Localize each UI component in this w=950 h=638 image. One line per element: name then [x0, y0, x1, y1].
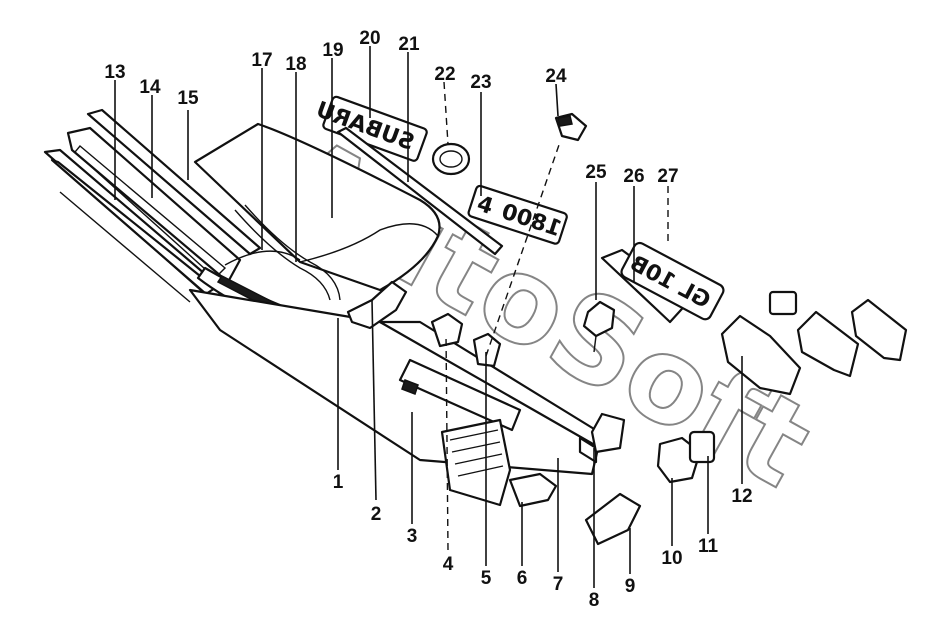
callout-8: 8: [589, 590, 600, 611]
clip-25-body: [582, 300, 616, 338]
lamp-bracket: [850, 298, 908, 362]
callout-labels: 13 14 15 17 18 19 20 21 22 23 24 25 26 2…: [104, 28, 752, 611]
connector-5-body: [472, 332, 502, 368]
callout-1: 1: [333, 472, 344, 493]
callout-15: 15: [177, 88, 199, 109]
panel-end-cap: [578, 436, 598, 464]
callout-22: 22: [434, 64, 455, 85]
harness-wire-loop: [224, 250, 301, 266]
moulding-strip-21: [336, 126, 504, 256]
callout-26: 26: [623, 166, 644, 187]
lower-panel-hole-3: [401, 379, 419, 395]
callout-25: 25: [585, 162, 607, 183]
badge-1800-plate: [467, 184, 568, 245]
callout-24: 24: [545, 66, 567, 87]
callout-5: 5: [481, 568, 492, 589]
callout-18: 18: [285, 54, 306, 75]
callout-2: 2: [371, 504, 382, 525]
callout-11: 11: [698, 536, 719, 557]
corner-cap-9-body: [584, 492, 642, 546]
badge-1800-prefix: 4: [474, 192, 496, 221]
clip-6: [508, 472, 558, 508]
emblem-22-inner: [439, 150, 463, 168]
round-emblem: [431, 142, 471, 176]
badge-gl-plate: [620, 241, 725, 321]
callout-4: 4: [443, 554, 454, 575]
main-lower-panel: [188, 288, 614, 507]
window-glass: [66, 126, 242, 284]
connector-4: [430, 312, 464, 348]
callout-23: 23: [470, 72, 491, 93]
lower-panel-slot: [398, 358, 522, 432]
clip-24-tab: [557, 115, 573, 127]
corner-cap-9: [584, 492, 642, 546]
callout-19: 19: [322, 40, 343, 61]
callout-3: 3: [407, 526, 418, 547]
leader-2: [371, 299, 377, 501]
callout-7: 7: [553, 574, 564, 595]
callout-6: 6: [517, 568, 528, 589]
clip-25-stem: [593, 335, 597, 353]
callout-10: 10: [661, 548, 682, 569]
leader-24: [555, 83, 559, 117]
clip-6-body: [508, 472, 558, 508]
leader-24-dashed: [485, 141, 561, 357]
callout-13: 13: [104, 62, 125, 83]
block-8-body: [590, 412, 626, 454]
connector-block-ribs: [449, 429, 504, 477]
leader-4: [445, 333, 449, 551]
callout-12: 12: [731, 486, 752, 507]
lamp-assembly-12: [720, 290, 908, 396]
callout-27: 27: [657, 166, 678, 187]
lamp-bulb-cap: [768, 290, 798, 316]
lamp-lens-gasket: [796, 310, 860, 378]
lamp-housing: [720, 314, 802, 396]
callout-21: 21: [398, 34, 420, 55]
clip-25: [582, 300, 616, 353]
connector-5: [472, 332, 502, 368]
trim-panel-fold: [299, 223, 439, 263]
window-moulding-15: [86, 108, 262, 256]
leader-22: [443, 81, 449, 145]
lamp-parts-10-11: [656, 430, 716, 484]
connector-block: [440, 418, 512, 507]
callout-9: 9: [625, 576, 636, 597]
callout-17: 17: [251, 50, 272, 71]
callout-20: 20: [359, 28, 380, 49]
bracket-2-body: [346, 280, 408, 330]
window-shadow-line: [59, 191, 191, 303]
harness-wire-18: [244, 204, 341, 301]
clip-24: [554, 112, 588, 142]
rear-window-assembly: [43, 108, 262, 303]
connector-4-body: [430, 312, 464, 348]
moulding-strip: [336, 126, 504, 256]
harness-wire-17: [234, 209, 331, 301]
emblem-22: [431, 142, 471, 176]
leader-lines: [114, 46, 743, 588]
bracket-1-2: [346, 280, 408, 330]
lamp-lens-11: [688, 430, 716, 464]
block-8: [590, 412, 626, 454]
callout-14: 14: [139, 77, 161, 98]
